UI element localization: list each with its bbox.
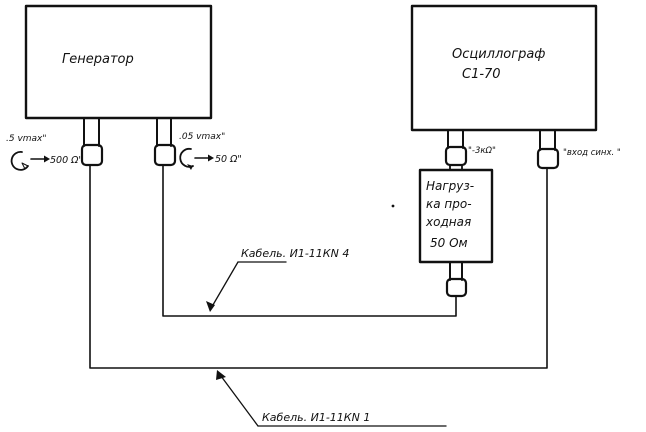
oscilloscope-box [410,4,598,132]
generator-output-connector-50 [153,117,177,167]
load-block: Нагруз- ка про- ходная 50 Ом [418,168,494,264]
load-box [418,168,494,264]
cable-1-leader [216,370,447,427]
load-label-line3: ходная [425,215,471,229]
load-label-line1: Нагруз- [426,179,474,193]
cable-1-label: Кабель. И1-11КN 1 [262,411,370,424]
cable-1-line [89,164,548,369]
oscilloscope-model: С1-70 [462,67,501,82]
cable-4-line [162,164,457,317]
generator-output-connector-500 [80,117,104,167]
oscilloscope-title: Осциллограф [452,47,545,62]
output-500-annotation: .5 vmax" 500 Ω" [6,134,83,171]
output-500-impedance: 500 Ω" [50,155,83,166]
output-50-impedance: 50 Ω" [215,154,242,165]
oscilloscope-input-connector [444,129,468,171]
generator-block: Генератор [24,4,213,120]
output-50-level: .05 vmax" [179,132,225,142]
load-output-connector [445,261,468,298]
output-500-rotate-icon [10,151,29,171]
generator-box [24,4,213,120]
cable-4-leader [206,261,287,312]
output-500-level: .5 vmax" [6,134,47,144]
output-50-annotation: .05 vmax" 50 Ω" [179,132,242,170]
oscilloscope-sync-connector [536,129,560,170]
oscilloscope-input-label: "-3кΩ" [468,146,496,156]
ink-speck [391,204,395,208]
oscilloscope-block: Осциллограф С1-70 [410,4,598,132]
output-50-rotate-icon [179,147,194,168]
load-label-line4: 50 Ом [430,236,468,250]
oscilloscope-sync-label: "вход синх. " [563,148,621,158]
cable-4-label: Кабель. И1-11КN 4 [241,247,349,260]
load-label-line2: ка про- [426,197,472,211]
generator-title: Генератор [62,52,134,67]
